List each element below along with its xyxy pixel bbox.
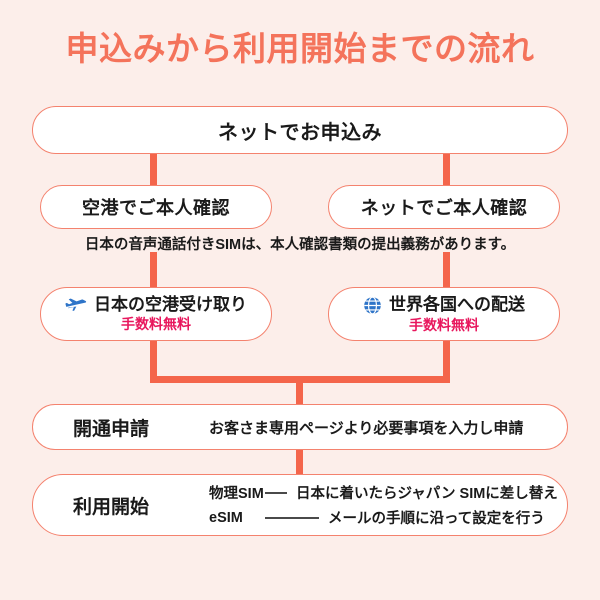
step-activation-request[interactable]: 開通申請 お客さま専用ページより必要事項を入力し申請 (32, 404, 568, 450)
verification-note: 日本の音声通話付きSIMは、本人確認書類の提出義務があります。 (84, 237, 516, 253)
worldwide-shipping-headline: 世界各国への配送 (363, 296, 525, 315)
physical-sim-key: 物理SIM (209, 486, 264, 502)
connector-apply-to-left (150, 152, 157, 187)
airport-pickup-headline: 日本の空港受け取り (65, 296, 247, 314)
step-start-using[interactable]: 利用開始 物理SIM 日本に着いたらジャパン SIMに差し替え eSIM メール… (32, 474, 568, 536)
globe-icon (363, 296, 382, 315)
step-apply-online[interactable]: ネットでお申込み (32, 106, 568, 154)
page-title: 申込みから利用開始までの流れ (65, 30, 535, 67)
activation-desc: お客さま専用ページより必要事項を入力し申請 (209, 419, 524, 437)
step-verify-airport-label: 空港でご本人確認 (82, 198, 230, 218)
activation-key: 開通申請 (73, 418, 150, 440)
start-row: 利用開始 物理SIM 日本に着いたらジャパン SIMに差し替え eSIM メール… (33, 475, 567, 535)
step-worldwide-shipping[interactable]: 世界各国への配送 手数料無料 (328, 287, 560, 341)
activation-row: 開通申請 お客さま専用ページより必要事項を入力し申請 (33, 405, 567, 449)
airport-pickup-label: 日本の空港受け取り (94, 295, 247, 315)
connector-verify-left-to-pickup (150, 252, 157, 289)
list-item: eSIM メールの手順に沿って設定を行う (209, 507, 558, 528)
connector-pickup-down (150, 339, 157, 383)
connector-verify-right-to-ship (443, 252, 450, 289)
list-item: 物理SIM 日本に着いたらジャパン SIMに差し替え (209, 482, 558, 503)
dash-separator-icon (265, 491, 287, 494)
start-key: 利用開始 (73, 496, 150, 518)
worldwide-shipping-content: 世界各国への配送 手数料無料 (363, 296, 525, 333)
step-verify-online-label: ネットでご本人確認 (360, 198, 528, 218)
connector-activation-to-start (296, 449, 303, 476)
step-verify-airport[interactable]: 空港でご本人確認 (40, 185, 272, 229)
dash-separator-icon (265, 516, 319, 519)
connector-ship-down (443, 339, 450, 383)
worldwide-shipping-label: 世界各国への配送 (389, 295, 525, 315)
connector-apply-to-right (443, 152, 450, 187)
step-apply-label: ネットでお申込み (218, 121, 382, 144)
sim-options-list: 物理SIM 日本に着いたらジャパン SIMに差し替え eSIM メールの手順に沿… (209, 482, 558, 528)
esim-desc: メールの手順に沿って設定を行う (328, 511, 545, 527)
worldwide-shipping-badge: 手数料無料 (409, 316, 479, 333)
step-airport-pickup[interactable]: 日本の空港受け取り 手数料無料 (40, 287, 272, 341)
esim-key: eSIM (209, 509, 243, 526)
airplane-icon (65, 296, 87, 314)
physical-sim-desc: 日本に着いたらジャパン SIMに差し替え (296, 486, 558, 502)
airport-pickup-badge: 手数料無料 (121, 316, 191, 333)
airport-pickup-content: 日本の空港受け取り 手数料無料 (65, 296, 247, 332)
connector-merge-to-activation (296, 376, 303, 406)
step-verify-online[interactable]: ネットでご本人確認 (328, 185, 560, 229)
